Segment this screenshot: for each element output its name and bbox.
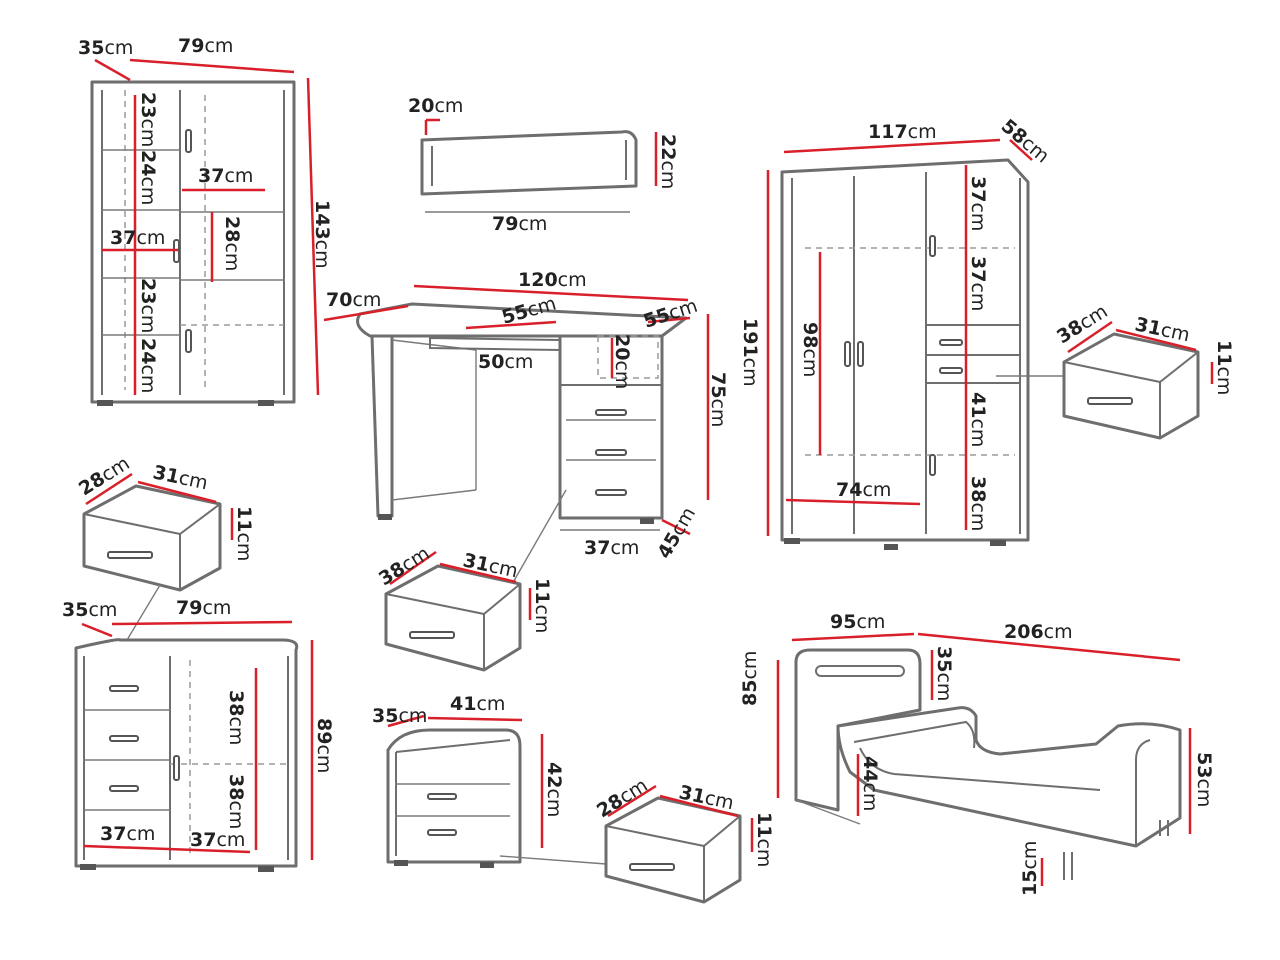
bed-foot-height-label: 53cm — [1193, 752, 1215, 807]
wall-shelf-width-label: 79cm — [492, 213, 547, 235]
desk-drawer-width-label: 31cm — [461, 549, 520, 582]
chest-depth-label: 35cm — [62, 599, 117, 621]
wardrobe-hanging-height-label: 98cm — [799, 322, 821, 377]
nightstand-width-label: 41cm — [450, 693, 505, 715]
bookcase-shelf6-label: 23cm — [137, 278, 159, 333]
bookcase-width-label: 79cm — [178, 35, 233, 57]
chest-lower-compartment-label: 38cm — [225, 774, 247, 829]
chest-drawer — [82, 472, 234, 686]
wardrobe-width-label: 117cm — [868, 121, 937, 143]
wardrobe-height-label: 191cm — [739, 318, 761, 387]
wardrobe-shelf-second-label: 37cm — [967, 256, 989, 311]
wardrobe-shelf-top-label: 37cm — [967, 176, 989, 231]
desk-keyboard-width-label: 50cm — [478, 351, 533, 373]
chest-drawer-width-label: 31cm — [151, 461, 210, 494]
bookcase-shelf4-label: 28cm — [221, 216, 243, 271]
chest-drawer-height-label: 11cm — [233, 506, 255, 561]
nightstand-drawer-height-label: 11cm — [753, 812, 775, 867]
bed-headboard-height-label: 85cm — [739, 651, 761, 706]
wardrobe-drawer-height-label: 11cm — [1213, 340, 1235, 395]
bed — [776, 632, 1192, 886]
bed-headboard-panel-label: 35cm — [933, 646, 955, 701]
nightstand-height-label: 42cm — [543, 762, 565, 817]
desk-depth-label: 70cm — [326, 289, 381, 311]
bed-leg-height-label: 15cm — [1019, 841, 1041, 896]
bookcase-depth-label: 35cm — [78, 37, 133, 59]
desk-drawer-height-label: 11cm — [531, 578, 553, 633]
bed-width-label: 95cm — [830, 611, 885, 633]
wall-shelf-depth-label: 20cm — [408, 95, 463, 117]
desk — [323, 284, 710, 641]
bed-length-label: 206cm — [1004, 621, 1073, 643]
desk-height-label: 75cm — [707, 372, 729, 427]
chest-width-label: 79cm — [176, 597, 231, 619]
bed-side-height-label: 44cm — [859, 756, 881, 811]
desk-width-label: 120cm — [518, 269, 587, 291]
desk-cabinet-width-label: 37cm — [584, 537, 639, 559]
nightstand-drawer — [604, 784, 754, 904]
chest — [74, 620, 314, 872]
wardrobe-drawer — [1062, 320, 1214, 440]
bookcase — [90, 58, 320, 406]
bookcase-height-label: 143cm — [311, 200, 333, 269]
wardrobe-bottom-compartment-label: 38cm — [967, 476, 989, 531]
bookcase-shelf5-label: 37cm — [110, 227, 165, 249]
bookcase-shelf7-label: 24cm — [137, 338, 159, 393]
chest-drawer-width-bottom-label: 37cm — [100, 823, 155, 845]
wardrobe-lower-compartment-label: 41cm — [967, 392, 989, 447]
chest-height-label: 89cm — [313, 718, 335, 773]
wardrobe — [766, 138, 1064, 550]
nightstand-depth-label: 35cm — [372, 705, 427, 727]
chest-compartment-width-label: 37cm — [190, 829, 245, 851]
wall-shelf — [420, 118, 658, 213]
nightstand — [386, 714, 607, 868]
wall-shelf-height-label: 22cm — [657, 134, 679, 189]
bookcase-shelf2-label: 24cm — [137, 150, 159, 205]
wardrobe-hanging-width-label: 74cm — [836, 479, 891, 501]
bookcase-shelf3-label: 37cm — [198, 165, 253, 187]
chest-upper-compartment-label: 38cm — [225, 690, 247, 745]
desk-niche-height-label: 20cm — [611, 334, 633, 389]
bookcase-shelf1-label: 23cm — [137, 92, 159, 147]
dimension-labels: 35cm 79cm 143cm 23cm 24cm 37cm 28cm 37cm… — [62, 35, 1235, 896]
desk-drawer — [384, 550, 532, 672]
